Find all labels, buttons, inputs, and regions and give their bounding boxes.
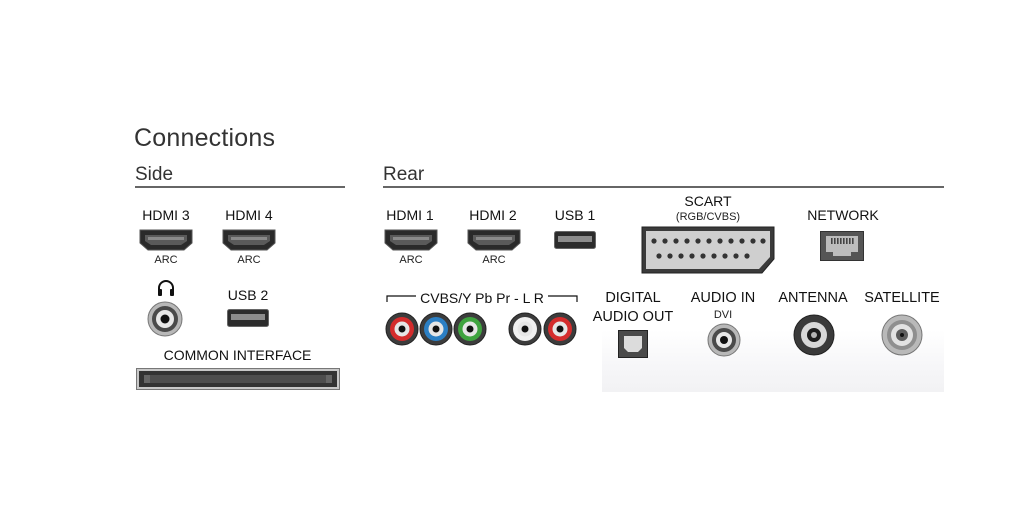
- usb2-label: USB 2: [227, 287, 269, 303]
- scart-port-icon: [641, 226, 775, 274]
- optical-port-icon: [618, 330, 648, 358]
- scart-sub-label: (RGB/CVBS): [675, 211, 741, 223]
- scart-label: SCART: [684, 193, 732, 209]
- usb1-port-icon: [554, 231, 596, 249]
- rca-jack-white-icon: [508, 312, 542, 346]
- audio-in-dvi-label: DVI: [713, 309, 733, 321]
- rear-heading: Rear: [383, 164, 425, 185]
- hdmi3-label: HDMI 3: [142, 207, 190, 223]
- satellite-port-icon: [881, 314, 923, 356]
- common-interface-label: COMMON INTERFACE: [163, 347, 312, 363]
- rca-jack-red-audio-icon: [543, 312, 577, 346]
- audio-in-jack-icon: [707, 323, 741, 357]
- usb2-port-icon: [227, 309, 269, 327]
- hdmi2-port-icon: [467, 229, 521, 251]
- common-interface-slot-icon: [136, 368, 340, 390]
- hdmi2-arc-label: ARC: [482, 254, 506, 266]
- headphone-jack-icon: [147, 301, 183, 337]
- network-label: NETWORK: [807, 207, 879, 223]
- audio-in-label: AUDIO IN: [690, 290, 756, 306]
- antenna-label: ANTENNA: [778, 290, 848, 306]
- hdmi3-port-icon: [139, 229, 193, 251]
- hdmi2-label: HDMI 2: [469, 207, 517, 223]
- antenna-port-icon: [793, 314, 835, 356]
- hdmi1-port-icon: [384, 229, 438, 251]
- side-heading: Side: [135, 164, 174, 185]
- hdmi3-arc-label: ARC: [154, 254, 178, 266]
- digital-audio-out-label-line2: AUDIO OUT: [592, 309, 674, 325]
- component-label: CVBS/Y Pb Pr - L R: [420, 290, 544, 306]
- component-bracket-icon: [386, 291, 578, 303]
- hdmi1-label: HDMI 1: [386, 207, 434, 223]
- page-title: Connections: [134, 124, 276, 152]
- satellite-label: SATELLITE: [864, 290, 940, 306]
- hdmi4-port-icon: [222, 229, 276, 251]
- hdmi4-label: HDMI 4: [225, 207, 273, 223]
- rca-jack-green-icon: [453, 312, 487, 346]
- usb1-label: USB 1: [554, 207, 596, 223]
- rca-jack-blue-icon: [419, 312, 453, 346]
- rca-jack-row: [385, 311, 579, 347]
- digital-audio-out-label-line1: DIGITAL: [605, 290, 661, 306]
- rear-divider: [383, 186, 944, 188]
- rca-jack-red-icon: [385, 312, 419, 346]
- ethernet-port-icon: [820, 231, 864, 261]
- hdmi4-arc-label: ARC: [237, 254, 261, 266]
- headphones-icon: [157, 279, 175, 297]
- hdmi1-arc-label: ARC: [399, 254, 423, 266]
- side-divider: [135, 186, 345, 188]
